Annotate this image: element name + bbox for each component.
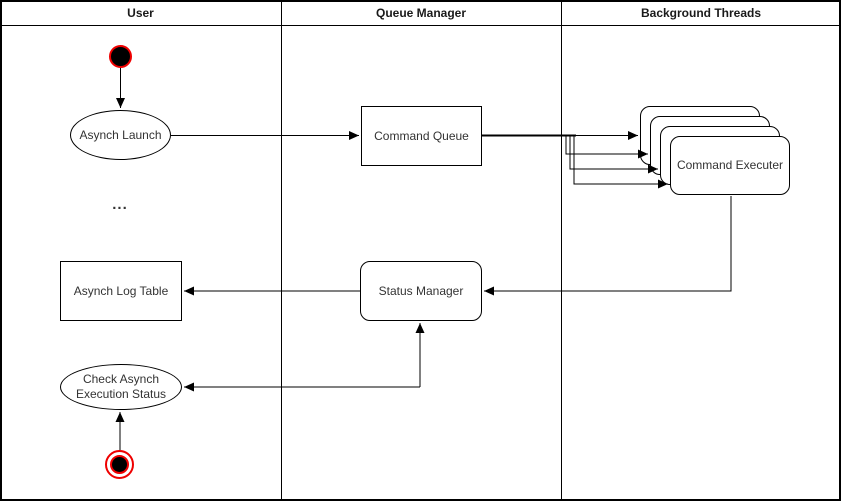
- ellipsis-text: ...: [112, 196, 128, 213]
- asynch-launch-label: Asynch Launch: [79, 127, 162, 142]
- asynch-log-table-box: Asynch Log Table: [60, 261, 182, 321]
- check-status-label: Check Asynch Execution Status: [75, 372, 167, 401]
- check-status-ellipse: Check Asynch Execution Status: [60, 364, 182, 410]
- initial-node: [109, 45, 132, 68]
- asynch-log-table-label: Asynch Log Table: [73, 283, 169, 298]
- status-manager-label: Status Manager: [378, 283, 464, 298]
- lane-header-queue-manager: Queue Manager: [375, 5, 467, 20]
- command-queue-box: Command Queue: [361, 106, 482, 166]
- lane-queue-manager: [281, 0, 561, 501]
- lane-background-threads: [561, 0, 841, 501]
- command-queue-label: Command Queue: [374, 128, 469, 143]
- asynch-launch-ellipse: Asynch Launch: [70, 110, 171, 160]
- lane-header-background-threads: Background Threads: [640, 5, 762, 20]
- status-manager-box: Status Manager: [360, 261, 482, 321]
- lane-user: [0, 0, 281, 501]
- command-executer-box: Command Executer: [670, 136, 790, 195]
- command-executer-label: Command Executer: [676, 158, 784, 172]
- final-node: [105, 450, 134, 479]
- final-node-core: [110, 455, 129, 474]
- lane-header-user: User: [127, 5, 154, 20]
